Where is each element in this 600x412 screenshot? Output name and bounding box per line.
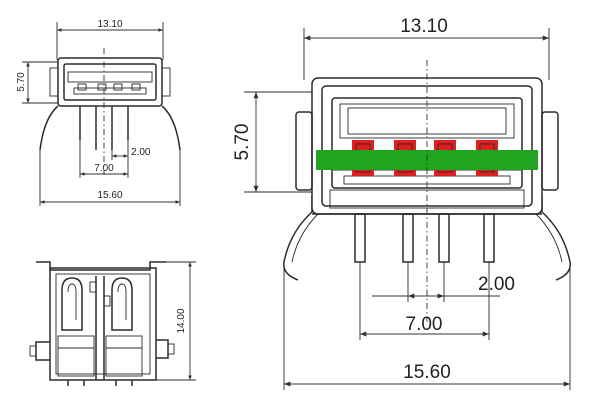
pin-1: [354, 213, 366, 263]
left-mount-leg: [283, 196, 313, 281]
large-pitch-label: 2.00: [478, 274, 515, 295]
side-view: 14.00: [29, 261, 196, 386]
large-width-top-label: 13.10: [400, 16, 448, 37]
large-span-label: 7.00: [406, 314, 443, 335]
side-depth-label: 14.00: [176, 308, 187, 333]
large-front-view: 13.10 5.70: [232, 16, 571, 390]
small-height-label: 5.70: [16, 72, 27, 92]
small-pitch-label: 2.00: [131, 147, 151, 158]
small-span-label: 7.00: [94, 163, 114, 174]
pin-3: [438, 213, 450, 263]
small-total-width-label: 15.60: [97, 190, 122, 201]
large-height-label: 5.70: [232, 124, 253, 161]
large-total-width-label: 15.60: [403, 362, 451, 383]
small-width-top-label: 13.10: [97, 19, 122, 30]
small-front-view: 13.10 5.70 2.00: [16, 19, 181, 206]
pin-4: [483, 213, 495, 263]
right-mount-leg: [541, 196, 571, 281]
pin-2: [402, 213, 414, 263]
